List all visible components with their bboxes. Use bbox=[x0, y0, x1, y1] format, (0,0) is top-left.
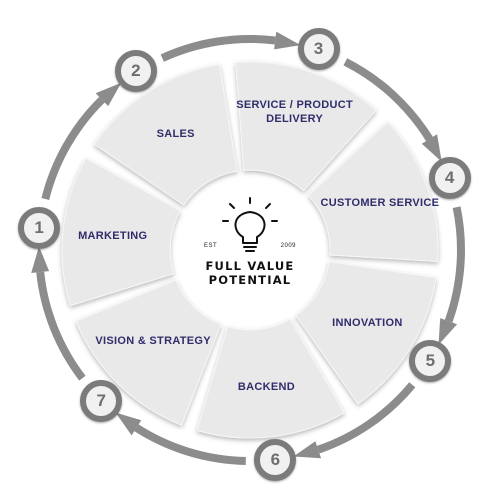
segment-label-6: BACKEND bbox=[237, 381, 296, 393]
arrowhead-4 bbox=[438, 318, 458, 345]
step-badge-3: 3 bbox=[297, 28, 340, 71]
step-badge-7: 7 bbox=[80, 380, 123, 423]
cycle-arrow-1 bbox=[41, 96, 105, 200]
center-title-block: EST 2009 FULL VALUE POTENTIAL bbox=[190, 205, 310, 287]
segment-label-4: CUSTOMER SERVICE bbox=[320, 197, 440, 210]
center-title-line1: FULL VALUE bbox=[205, 259, 295, 273]
segment-1 bbox=[61, 157, 181, 307]
segment-5 bbox=[295, 261, 437, 405]
arrowhead-7 bbox=[31, 246, 50, 273]
cycle-arrow-7 bbox=[36, 271, 86, 381]
segment-4 bbox=[307, 121, 439, 263]
arrowhead-2 bbox=[274, 31, 301, 50]
step-badge-5: 5 bbox=[409, 340, 452, 383]
step-badge-6: 6 bbox=[254, 439, 297, 482]
arrowhead-1 bbox=[95, 82, 122, 107]
arrowhead-6 bbox=[115, 412, 142, 436]
lightbulb-icon bbox=[222, 197, 278, 252]
center-title: FULL VALUE POTENTIAL bbox=[190, 259, 310, 287]
cycle-arrow-4 bbox=[444, 206, 465, 323]
center-title-line2: POTENTIAL bbox=[208, 273, 292, 287]
cycle-arrow-5 bbox=[316, 382, 416, 454]
established-year: 2009 bbox=[280, 243, 296, 249]
cycle-arrow-3 bbox=[343, 58, 433, 142]
segment-label-7: VISION & STRATEGY bbox=[95, 335, 211, 348]
cycle-arrow-6 bbox=[134, 424, 246, 465]
cycle-arrow-2 bbox=[160, 35, 276, 62]
segment-2 bbox=[93, 63, 238, 206]
segment-label-3: SERVICE / PRODUCT DELIVERY bbox=[236, 99, 353, 126]
segment-6 bbox=[196, 318, 345, 439]
segment-3 bbox=[235, 61, 377, 192]
segment-label-1: MARKETING bbox=[78, 229, 148, 242]
segment-7 bbox=[75, 279, 222, 426]
segment-label-5: INNOVATION bbox=[332, 316, 403, 329]
step-badge-2: 2 bbox=[114, 50, 157, 93]
step-badge-1: 1 bbox=[18, 206, 61, 249]
arrowhead-3 bbox=[421, 134, 442, 162]
arrowhead-5 bbox=[293, 441, 322, 459]
est-label: EST bbox=[204, 243, 218, 249]
step-badge-4: 4 bbox=[428, 157, 471, 200]
segment-label-2: SALES bbox=[156, 127, 195, 140]
